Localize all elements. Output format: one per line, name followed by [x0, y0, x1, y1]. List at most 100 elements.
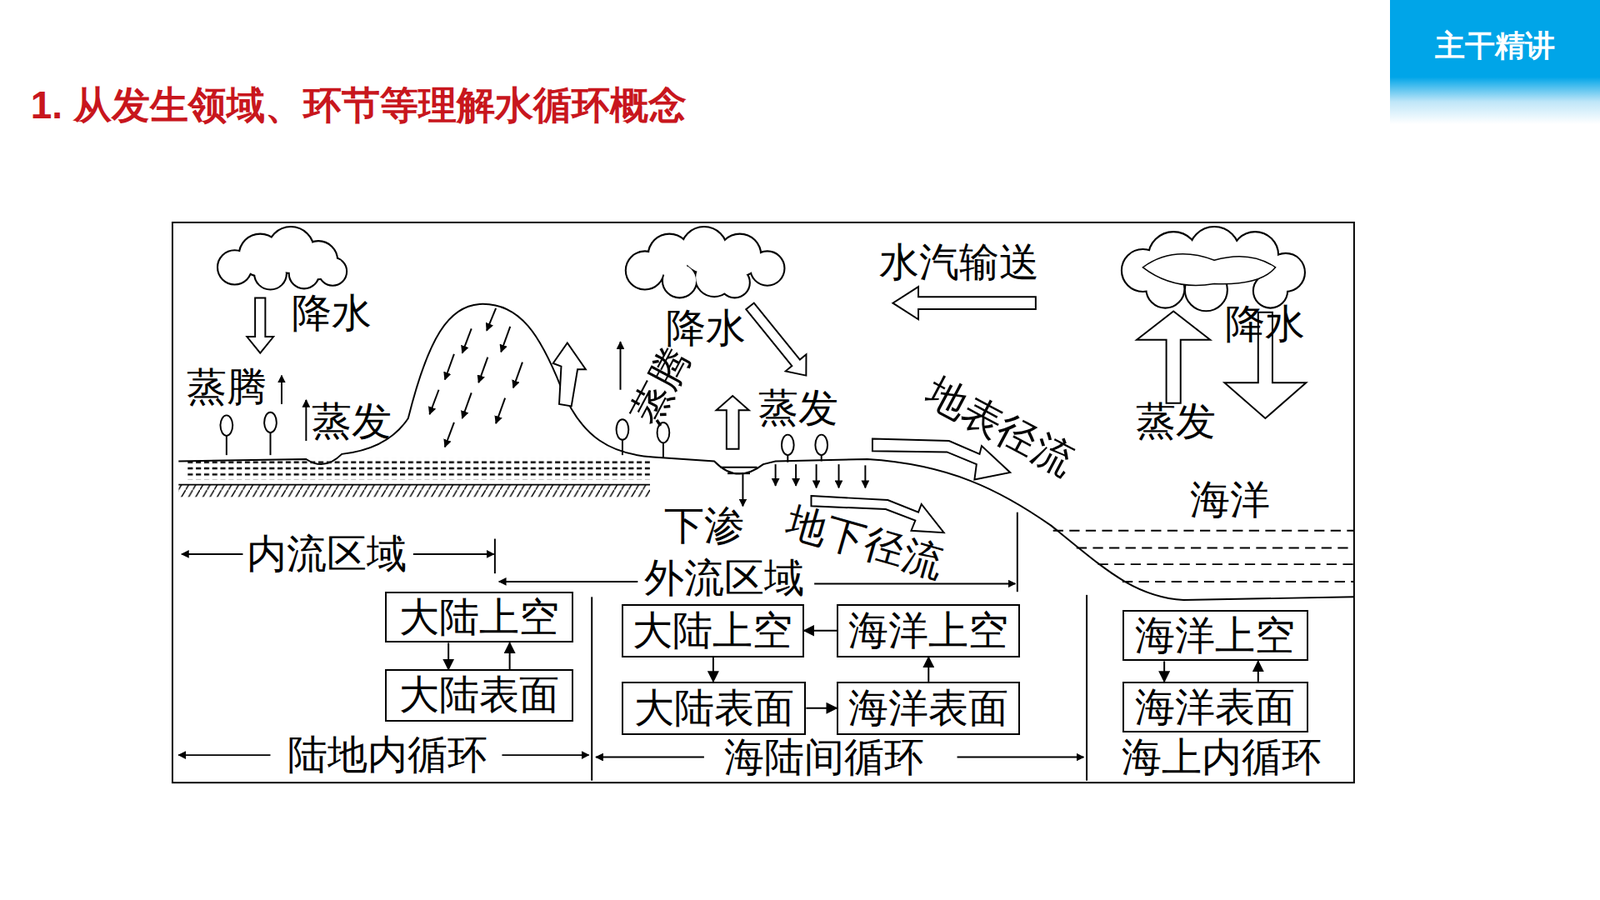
precipitation-arrow [745, 303, 806, 376]
region-label: 外流区域 [644, 558, 805, 599]
region-markers [178, 512, 1087, 781]
section-divider [1085, 595, 1088, 781]
process-label: 水汽输送 [879, 242, 1040, 283]
process-label: 蒸发 [1135, 401, 1216, 442]
flow-arrow [712, 657, 715, 682]
transpiration-arrow [280, 375, 283, 405]
flow-arrow [805, 707, 837, 710]
sea-water-line [1053, 530, 1355, 532]
infiltration-arrow [795, 464, 797, 486]
rain-arrow [430, 390, 440, 415]
tree-crown [815, 435, 828, 455]
evaporation-arrow [1136, 310, 1210, 403]
process-label: 蒸发 [758, 388, 839, 429]
cycle-type-label: 陆地内循环 [287, 735, 488, 775]
transpiration-arrow [620, 341, 622, 390]
flow-arrow [509, 642, 511, 670]
cycle-box: 海洋上空 [836, 604, 1020, 658]
range-arrow [499, 580, 639, 583]
mountain-evaporation-arrow [553, 342, 586, 406]
cloud-texture [1142, 254, 1275, 286]
rain-arrow [462, 328, 472, 353]
rain-arrow [486, 308, 496, 331]
flow-arrow [804, 630, 837, 632]
sea-water-line [1098, 563, 1355, 565]
cycle-box: 大陆表面 [385, 669, 575, 721]
diagram-frame [172, 222, 1355, 783]
flow-arrow [447, 642, 450, 670]
range-arrow [413, 553, 495, 555]
cycle-box: 大陆表面 [621, 681, 807, 735]
trees [220, 412, 828, 463]
box-label: 海洋表面 [1135, 687, 1295, 728]
box-label: 大陆表面 [634, 688, 795, 729]
cloud-fill [218, 227, 346, 289]
box-label: 大陆上空 [399, 597, 560, 638]
rain-arrow [500, 326, 510, 353]
process-label: 蒸发 [311, 401, 392, 442]
infiltration-arrow [864, 465, 866, 488]
cycle-type-label: 海上内循环 [1121, 737, 1322, 778]
cloud-outline [1122, 227, 1305, 310]
process-label: 降水 [665, 308, 746, 349]
box-label: 海洋表面 [848, 688, 1009, 729]
lake-ripple [727, 472, 750, 475]
infiltration-arrow [775, 464, 777, 486]
process-label: 蒸腾 [625, 340, 698, 430]
cloud-fill [1122, 227, 1305, 310]
range-arrow [595, 756, 705, 759]
illustration-group [172, 222, 1355, 783]
infiltration-arrow [815, 464, 818, 488]
box-label: 海洋上空 [1135, 615, 1295, 656]
boundary-tick [494, 539, 496, 575]
tree-trunk [786, 455, 789, 463]
boundary-tick [1016, 512, 1019, 593]
infiltration-arrow [838, 464, 840, 488]
tree-crown [616, 419, 630, 440]
box-label: 海洋上空 [848, 610, 1009, 651]
small-arrows [281, 341, 865, 506]
evaporation-arrow-thin [305, 400, 307, 441]
cycle-type-label: 海陆间循环 [724, 737, 925, 778]
rain-arrow [445, 422, 455, 447]
section-tab: 主干精讲 [1390, 0, 1600, 125]
process-label: 海洋 [1190, 480, 1270, 520]
cloud-outline [626, 227, 785, 297]
sea-water-line [1076, 547, 1355, 550]
tree-crown [264, 412, 277, 433]
region-label: 内流区域 [246, 534, 407, 575]
cycle-box: 大陆上空 [621, 604, 805, 658]
cloud-outline [218, 227, 346, 289]
rain-arrow [445, 354, 455, 380]
precipitation-arrow [246, 298, 274, 354]
tree-trunk [820, 455, 823, 461]
tree-crown [220, 415, 233, 435]
section-divider [590, 596, 593, 780]
box-label: 主干精讲 [1435, 30, 1555, 61]
sea-water-line [1122, 580, 1355, 583]
box-label: 大陆上空 [632, 610, 793, 651]
flow-arrow [1257, 660, 1260, 682]
tree-trunk [662, 442, 665, 458]
rain-arrow [495, 398, 505, 425]
tree-trunk [270, 432, 272, 455]
vapor-transport-arrow [892, 286, 1035, 320]
process-label: 蒸腾 [186, 367, 267, 408]
range-arrow [178, 754, 270, 756]
infiltration-arrow [741, 472, 744, 506]
range-arrow [957, 756, 1085, 759]
flow-arrow [1163, 660, 1165, 682]
cycle-box: 海洋上空 [1122, 610, 1309, 661]
tree-crown [781, 435, 795, 455]
lake-ripple [720, 466, 757, 469]
rain-arrow [462, 392, 472, 419]
process-label: 下渗 [664, 505, 745, 546]
cycle-box: 大陆上空 [385, 591, 575, 643]
slide-title: 1. 从发生领域、环节等理解水循环概念 [30, 85, 687, 125]
cycle-box: 海洋表面 [1122, 681, 1309, 733]
flow-arrow [927, 657, 930, 682]
range-arrow [814, 582, 1015, 585]
box-label: 大陆表面 [399, 675, 560, 715]
cycle-box: 海洋表面 [836, 681, 1020, 735]
